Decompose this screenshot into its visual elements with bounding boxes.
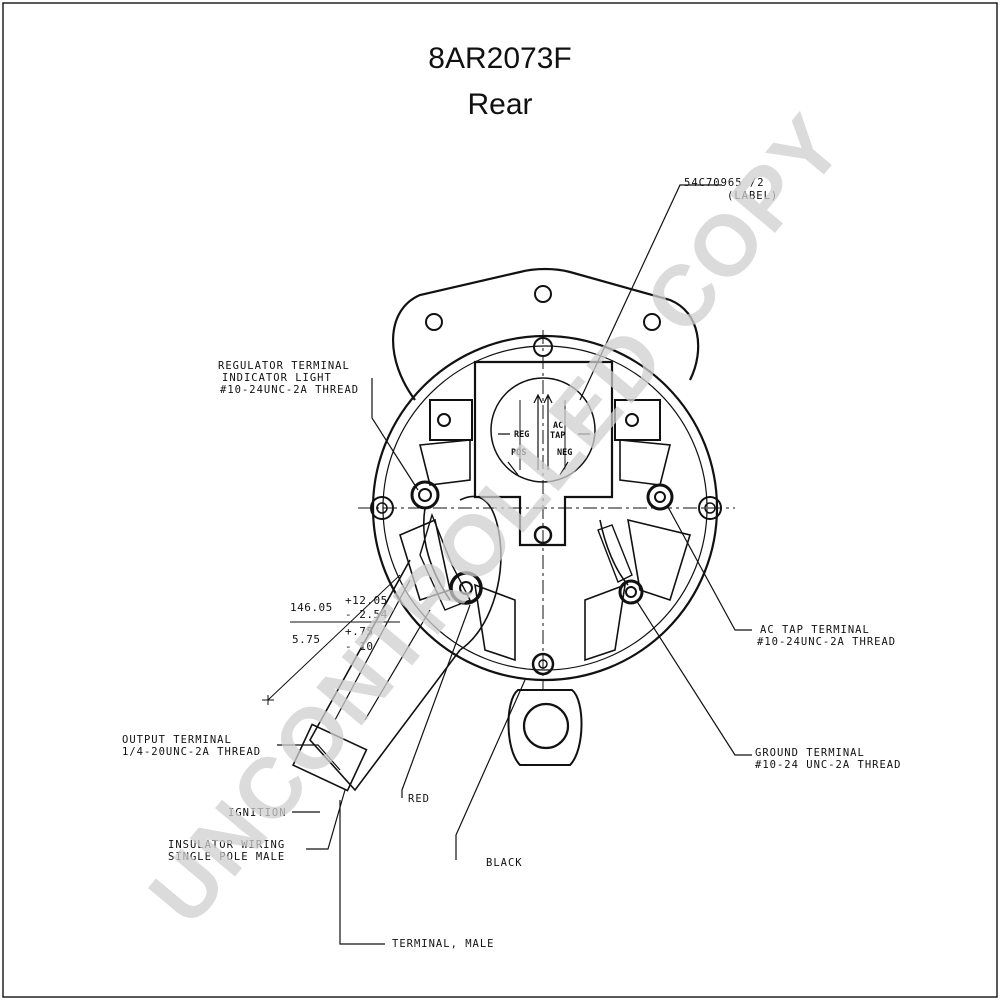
reg-face-tap-text: TAP xyxy=(550,431,565,441)
reg-face-ac-text: AC xyxy=(553,421,563,431)
ac-tap-terminal-label: AC TAP TERMINAL xyxy=(760,624,870,636)
ground-terminal-label: GROUND TERMINAL xyxy=(755,747,865,759)
reg-face-reg-text: REG xyxy=(514,430,529,440)
alternator-body xyxy=(292,267,722,792)
uncontrolled-copy-watermark: UNCONTROLLED COPY xyxy=(131,97,862,942)
dimension-lines xyxy=(262,574,401,705)
insulator-wiring-label: INSULATOR WIRING xyxy=(168,839,285,851)
output-thread-label: 1/4-20UNC-2A THREAD xyxy=(122,746,261,758)
regulator-thread-label: #10-24UNC-2A THREAD xyxy=(220,384,359,396)
output-terminal-label: OUTPUT TERMINAL xyxy=(122,734,232,746)
dimension-mm-plus: +12.05 xyxy=(345,594,388,607)
single-pole-male-label: SINGLE POLE MALE xyxy=(168,851,285,863)
drawing-title: 8AR2073F xyxy=(428,42,572,75)
leader-lines xyxy=(277,184,752,945)
terminal-male-label: TERMINAL, MALE xyxy=(392,938,495,950)
red-wire-label: RED xyxy=(408,793,430,805)
center-lines xyxy=(358,330,735,690)
ac-tap-thread-label: #10-24UNC-2A THREAD xyxy=(757,636,896,648)
reg-face-neg-text: NEG xyxy=(557,448,572,458)
ground-thread-label: #10-24 UNC-2A THREAD xyxy=(755,759,901,771)
dimension-in-value: 5.75 xyxy=(292,633,321,646)
dimension-mm-minus: - 2.54 xyxy=(345,608,388,621)
reg-face-pos-text: POS xyxy=(511,448,526,458)
drawing-subtitle: Rear xyxy=(467,88,533,121)
part-label-caption: (LABEL) xyxy=(727,190,778,202)
dimension-in-minus: - 10 xyxy=(345,640,374,653)
indicator-light-label: INDICATOR LIGHT xyxy=(222,372,332,384)
regulator-terminal-label: REGULATOR TERMINAL xyxy=(218,360,350,372)
black-wire-label: BLACK xyxy=(486,857,523,869)
regulator-arrows xyxy=(498,393,590,476)
ignition-label: IGNITION xyxy=(228,807,287,819)
dimension-mm-value: 146.05 xyxy=(290,601,333,614)
dimension-in-plus: +.75 xyxy=(345,625,374,638)
part-label-number: 54C70965 /2 xyxy=(684,177,765,189)
